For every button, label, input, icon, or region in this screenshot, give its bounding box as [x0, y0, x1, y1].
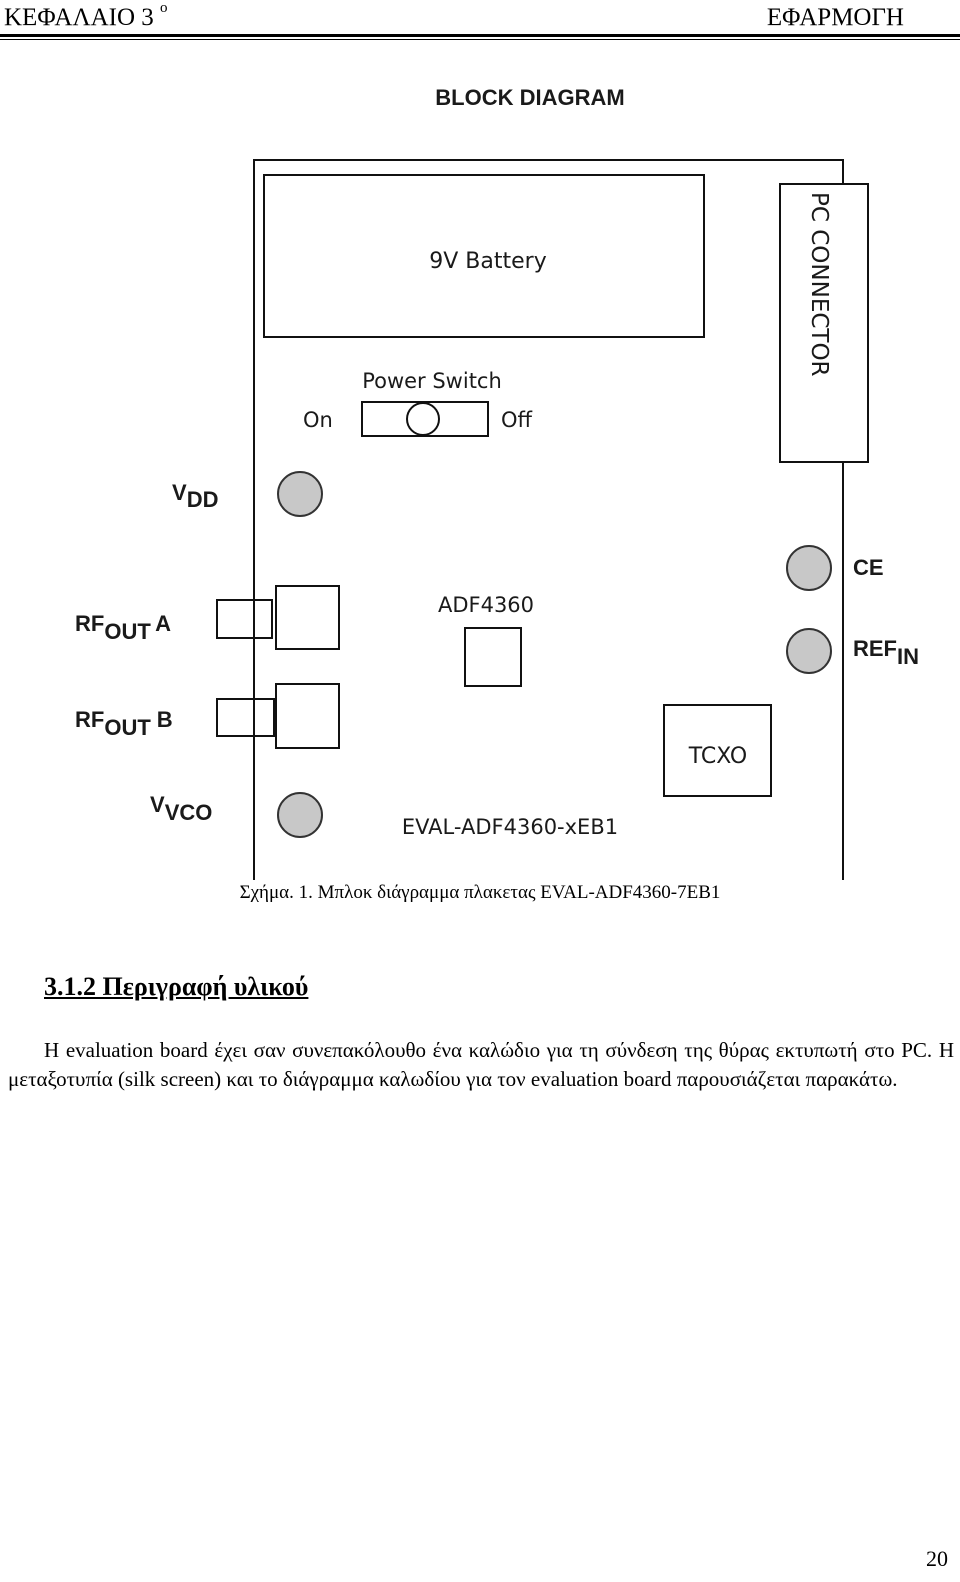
page-header: ΚΕΦΑΛΑΙΟ 3 ο ΕΦΑΡΜΟΓΗ [0, 0, 960, 40]
vvco-label: VVCO [150, 792, 212, 825]
vdd-pad [277, 471, 323, 517]
rfout-b-connector [275, 683, 340, 749]
battery-box [263, 174, 705, 338]
refin-pad [786, 628, 832, 674]
header-rule-thin [0, 39, 960, 40]
power-switch-knob [406, 402, 440, 436]
chapter-label: ΚΕΦΑΛΑΙΟ 3 ο [4, 0, 168, 31]
pc-connector-label: PC CONNECTOR [806, 192, 832, 377]
block-diagram-figure: BLOCK DIAGRAM 9V Battery Power Switch On… [0, 60, 960, 880]
refin-label: REFIN [853, 636, 919, 669]
power-switch-body [361, 401, 489, 437]
chapter-superscript: ο [160, 0, 168, 16]
vdd-label: VDD [172, 480, 218, 512]
tcxo-box [663, 704, 772, 797]
page-number: 20 [926, 1546, 948, 1571]
rfout-a-pin [216, 599, 273, 639]
pc-connector-box [779, 183, 869, 463]
board-name-label: EVAL-ADF4360-xEB1 [402, 815, 618, 839]
body-paragraph: Η evaluation board έχει σαν συνεπακόλουθ… [8, 1038, 954, 1091]
section-heading: 3.1.2 Περιγραφή υλικού [44, 972, 309, 1001]
ce-pad [786, 545, 832, 591]
section-label: ΕΦΑΡΜΟΓΗ [766, 4, 904, 31]
rfout-a-connector [275, 585, 340, 650]
adf4360-chip [464, 627, 522, 687]
tcxo-label: TCXO [688, 744, 748, 769]
switch-off-label: Off [501, 408, 533, 432]
rfout-b-pin [216, 698, 275, 737]
ce-label: CE [853, 555, 884, 580]
header-rule [0, 34, 960, 37]
power-switch-label: Power Switch [362, 369, 502, 393]
vvco-pad [277, 792, 323, 838]
battery-label: 9V Battery [429, 249, 546, 274]
diagram-title: BLOCK DIAGRAM [435, 85, 624, 110]
figure-caption: Σχήμα. 1. Μπλοκ διάγραμμα πλακετας EVAL-… [239, 882, 721, 903]
board-outline [253, 159, 844, 880]
block-diagram: BLOCK DIAGRAM 9V Battery Power Switch On… [75, 85, 919, 880]
switch-on-label: On [303, 408, 333, 432]
chip-label: ADF4360 [438, 593, 534, 617]
